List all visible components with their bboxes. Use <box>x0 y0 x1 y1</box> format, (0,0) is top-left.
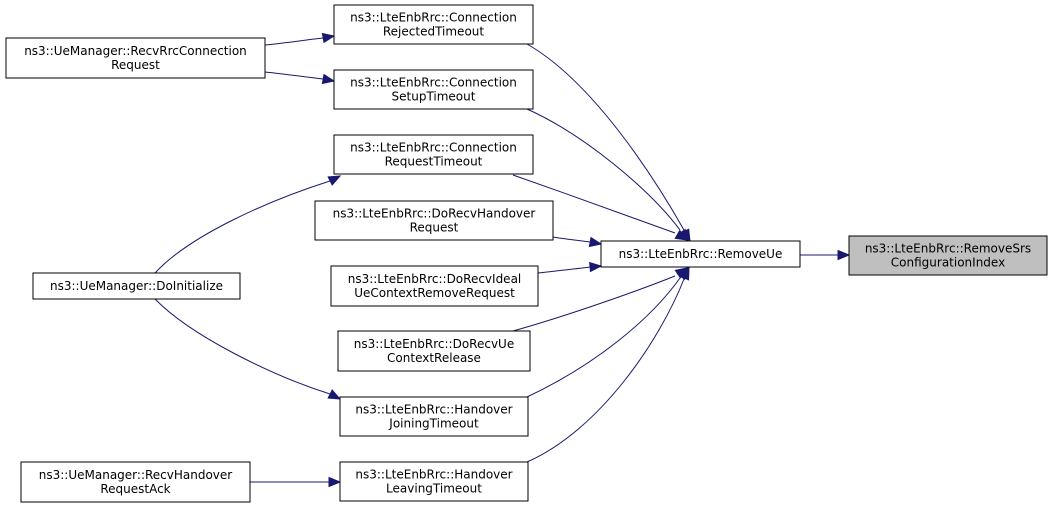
node-box <box>20 461 251 503</box>
node-box <box>333 4 534 45</box>
edge-line <box>512 275 676 332</box>
edge-handover_joining-to-remove_ue <box>526 266 689 398</box>
edge-line <box>512 174 676 234</box>
arrowhead-icon <box>327 389 342 400</box>
edge-line <box>526 108 681 231</box>
node-box <box>314 200 554 241</box>
nodes-layer: ns3::LteEnbRrc::RemoveSrsConfigurationIn… <box>5 4 1048 503</box>
node-label: LeavingTimeout <box>386 482 482 496</box>
arrowhead-icon <box>674 229 689 241</box>
node-box <box>600 240 801 268</box>
arrowhead-icon <box>589 261 603 273</box>
node-label: ns3::LteEnbRrc::Handover <box>355 403 512 417</box>
edge-line <box>537 266 591 274</box>
node-label: ns3::UeManager::RecvHandover <box>39 468 233 482</box>
node-label: ns3::LteEnbRrc::Connection <box>350 141 517 155</box>
edge-remove_ue-to-remove_srs <box>800 249 851 261</box>
node-recv-ideal[interactable]: ns3::LteEnbRrc::DoRecvIdealUeContextRemo… <box>330 265 539 307</box>
edges-layer <box>154 32 851 488</box>
edge-line <box>526 277 681 398</box>
node-label: ns3::LteEnbRrc::Connection <box>350 11 517 25</box>
node-label: RejectedTimeout <box>383 25 485 39</box>
arrowhead-icon <box>679 266 690 281</box>
edge-conn_request-to-remove_ue <box>512 174 689 241</box>
arrowhead-icon <box>837 249 851 261</box>
edge-line <box>264 71 324 80</box>
edge-line <box>552 236 591 243</box>
edge-line <box>526 43 685 231</box>
node-label: ns3::UeManager::DoInitialize <box>50 279 223 293</box>
node-label: ns3::LteEnbRrc::Connection <box>350 76 517 90</box>
node-label: ns3::LteEnbRrc::RemoveSrs <box>865 242 1031 256</box>
edge-uem_recv_rrc-to-conn_setup <box>264 71 336 85</box>
node-box <box>5 37 266 79</box>
node-label: UeContextRemoveRequest <box>354 286 515 300</box>
node-box <box>339 396 529 437</box>
node-label: JoiningTimeout <box>388 417 479 431</box>
edge-recv_ideal-to-remove_ue <box>537 261 603 274</box>
edge-line <box>264 37 324 46</box>
edge-uem_recv_rrc-to-conn_rejected <box>264 32 336 46</box>
node-box <box>339 461 529 502</box>
arrowhead-icon <box>321 73 336 85</box>
edge-recv_ue_release-to-remove_ue <box>512 267 689 332</box>
edge-recv_handover_req-to-remove_ue <box>552 236 603 248</box>
node-label: SetupTimeout <box>392 90 476 104</box>
node-label: ns3::LteEnbRrc::DoRecvIdeal <box>348 272 522 286</box>
node-box <box>32 272 241 300</box>
node-label: ns3::LteEnbRrc::DoRecvUe <box>354 337 514 351</box>
edge-line <box>526 278 685 463</box>
edge-uem_doinit-to-conn_request <box>154 175 342 274</box>
arrowhead-icon <box>321 32 336 44</box>
node-label: ns3::UeManager::RecvRrcConnection <box>24 44 247 58</box>
arrowhead-icon <box>327 175 342 186</box>
edge-line <box>154 180 331 274</box>
node-box <box>333 69 534 110</box>
arrowhead-icon <box>588 236 603 248</box>
node-label: ContextRelease <box>387 351 481 365</box>
node-box <box>848 235 1048 276</box>
node-box <box>333 134 534 175</box>
node-box <box>330 265 539 307</box>
node-uem-doinit[interactable]: ns3::UeManager::DoInitialize <box>32 272 241 300</box>
node-label: RequestAck <box>100 482 170 496</box>
node-label: Request <box>410 221 459 235</box>
node-label: RequestTimeout <box>385 155 483 169</box>
node-label: ns3::LteEnbRrc::Handover <box>355 468 512 482</box>
node-label: ConfigurationIndex <box>891 256 1005 270</box>
node-box <box>337 330 531 372</box>
node-conn-rejected[interactable]: ns3::LteEnbRrc::ConnectionRejectedTimeou… <box>333 4 534 45</box>
node-label: ns3::LteEnbRrc::RemoveUe <box>619 247 783 261</box>
edge-uem_recv_ho_ack-to-handover_leaving <box>250 476 342 488</box>
node-remove-srs[interactable]: ns3::LteEnbRrc::RemoveSrsConfigurationIn… <box>848 235 1048 276</box>
node-label: ns3::LteEnbRrc::DoRecvHandover <box>333 207 536 221</box>
edge-handover_leaving-to-remove_ue <box>526 266 690 463</box>
node-label: Request <box>111 58 160 72</box>
node-remove-ue[interactable]: ns3::LteEnbRrc::RemoveUe <box>600 240 801 268</box>
edge-uem_doinit-to-handover_joining <box>154 298 342 400</box>
edge-line <box>154 298 331 395</box>
arrowhead-icon <box>328 476 342 488</box>
